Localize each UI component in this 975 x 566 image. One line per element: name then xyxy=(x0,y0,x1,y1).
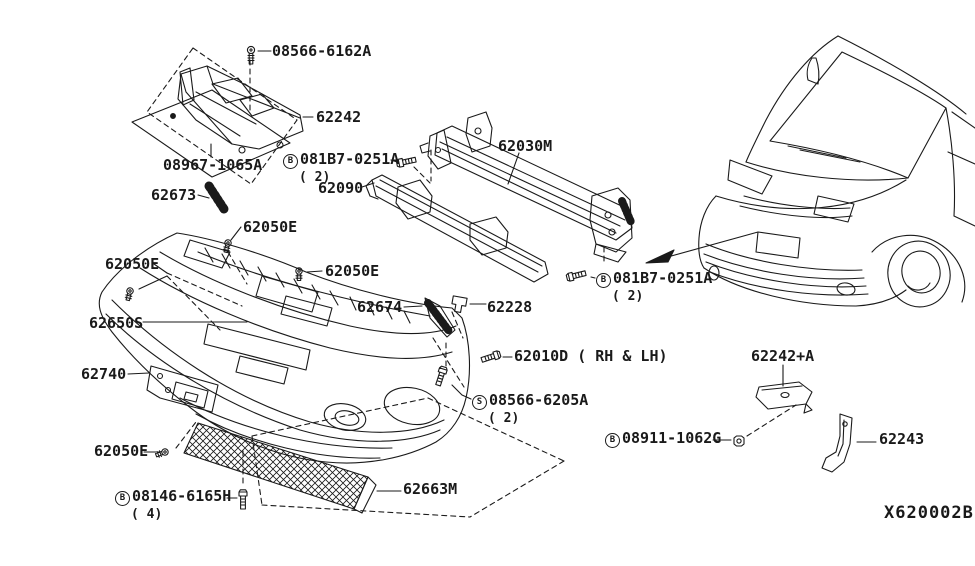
part-number: 62663M xyxy=(403,480,458,498)
quantity: ( 2) xyxy=(299,170,331,185)
part-62650s-bumper-fascia xyxy=(98,232,471,464)
part-number: 62050E xyxy=(243,218,298,236)
part-number: 62030M xyxy=(498,137,553,155)
part-label-62650S: 62650S xyxy=(89,316,143,331)
part-label-62050E: 62050E xyxy=(243,220,297,235)
part-number: 08911-1062G xyxy=(622,429,722,447)
part-62090-energy-absorber xyxy=(365,174,549,283)
quantity: ( 4) xyxy=(131,507,163,522)
quantity: ( 2) xyxy=(612,289,644,304)
part-label-62050E: 62050E xyxy=(94,444,148,459)
part-number: 62050E xyxy=(105,255,160,273)
part-number: 62650S xyxy=(89,314,144,332)
part-number: 62243 xyxy=(879,430,925,448)
part-62242-under-cover xyxy=(131,47,304,185)
part-number: 081B7-0251A xyxy=(300,150,400,168)
part-label-62050E: 62050E xyxy=(105,257,159,272)
part-label-62090: 62090 xyxy=(318,181,363,196)
part-label-62673: 62673 xyxy=(151,188,196,203)
circled-s-icon: S xyxy=(472,395,487,410)
part-number: 62010D ( RH & LH) xyxy=(514,347,668,365)
part-label-62010D-RH-LH-: 62010D ( RH & LH) xyxy=(514,349,668,364)
quantity: ( 2) xyxy=(488,411,520,426)
part-label-62663M: 62663M xyxy=(403,482,457,497)
part-number: 62674 xyxy=(357,298,403,316)
part-label-62030M: 62030M xyxy=(498,139,552,154)
part-number: 08566-6162A xyxy=(272,42,372,60)
part-62673-grommet xyxy=(204,181,229,214)
part-62242a-plate xyxy=(755,381,813,414)
part-label-08967-1065A: 08967-1065A xyxy=(163,158,262,173)
part-62740-license-bracket xyxy=(146,365,219,413)
part-number: 62050E xyxy=(325,262,380,280)
part-label-62050E: 62050E xyxy=(325,264,379,279)
part-number: 08146-6165H xyxy=(132,487,232,505)
pointer-arrow xyxy=(645,231,759,264)
part-label-62740: 62740 xyxy=(81,367,126,382)
part-label-62228: 62228 xyxy=(487,300,532,315)
part-label-62242: 62242 xyxy=(316,110,361,125)
part-label-62242+A: 62242+A xyxy=(751,349,814,364)
leader-lines xyxy=(127,50,877,499)
circled-b-icon: B xyxy=(605,433,620,448)
part-number: 62740 xyxy=(81,365,127,383)
part-number: 62242 xyxy=(316,108,362,126)
part-62228-clip xyxy=(451,295,468,313)
circled-b-icon: B xyxy=(283,154,298,169)
part-number: 62242+A xyxy=(751,347,815,365)
part-label-08566-6162A: 08566-6162A xyxy=(272,44,371,59)
circled-b-icon: B xyxy=(596,273,611,288)
vehicle-illustration xyxy=(698,35,975,308)
part-62243-bracket xyxy=(821,413,853,473)
circled-b-icon: B xyxy=(115,491,130,506)
part-label-62243: 62243 xyxy=(879,432,924,447)
diagram-code: X620002B xyxy=(884,503,974,523)
part-label-62674: 62674 xyxy=(357,300,402,315)
part-number: 081B7-0251A xyxy=(613,269,713,287)
part-number: 62673 xyxy=(151,186,197,204)
leader-lines-dashed xyxy=(166,59,797,518)
part-number: 62050E xyxy=(94,442,149,460)
part-62674-bracket-strip xyxy=(424,297,456,338)
part-number: 62228 xyxy=(487,298,533,316)
part-number: 08566-6205A xyxy=(489,391,589,409)
part-62663m-lower-finisher xyxy=(183,422,377,514)
part-number: 08967-1065A xyxy=(163,156,263,174)
part-62030m-reinforcement xyxy=(419,111,635,263)
part-number: 62090 xyxy=(318,179,364,197)
